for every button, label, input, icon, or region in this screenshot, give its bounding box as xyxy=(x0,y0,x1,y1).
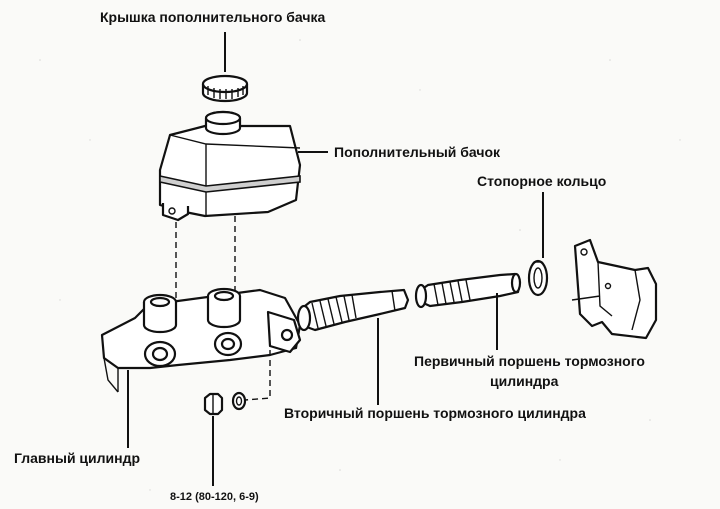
master-cylinder-body xyxy=(100,287,302,393)
reservoir-cap xyxy=(201,74,249,103)
assembly-line-3 xyxy=(244,350,271,401)
washer xyxy=(231,391,247,411)
reservoir xyxy=(158,110,302,222)
leader-lines xyxy=(127,32,544,486)
secondary-piston xyxy=(296,288,410,332)
primary-piston-label-line2: цилиндра xyxy=(490,373,559,389)
master-cylinder-label: Главный цилиндр xyxy=(14,450,140,466)
reservoir-label: Пополнительный бачок xyxy=(334,144,501,160)
paper-texture xyxy=(39,39,681,491)
secondary-piston-label: Вторичный поршень тормозного цилиндра xyxy=(284,405,586,421)
snap-ring-label: Стопорное кольцо xyxy=(477,173,606,189)
mounting-bracket xyxy=(571,238,658,340)
mounting-nut xyxy=(203,392,224,416)
snap-ring xyxy=(527,259,549,297)
torque-spec-label: 8-12 (80-120, 6-9) xyxy=(170,491,259,503)
reservoir-cap-label: Крышка пополнительного бачка xyxy=(100,9,325,25)
primary-piston-label-line1: Первичный поршень тормозного xyxy=(414,353,645,369)
primary-piston xyxy=(414,272,522,309)
